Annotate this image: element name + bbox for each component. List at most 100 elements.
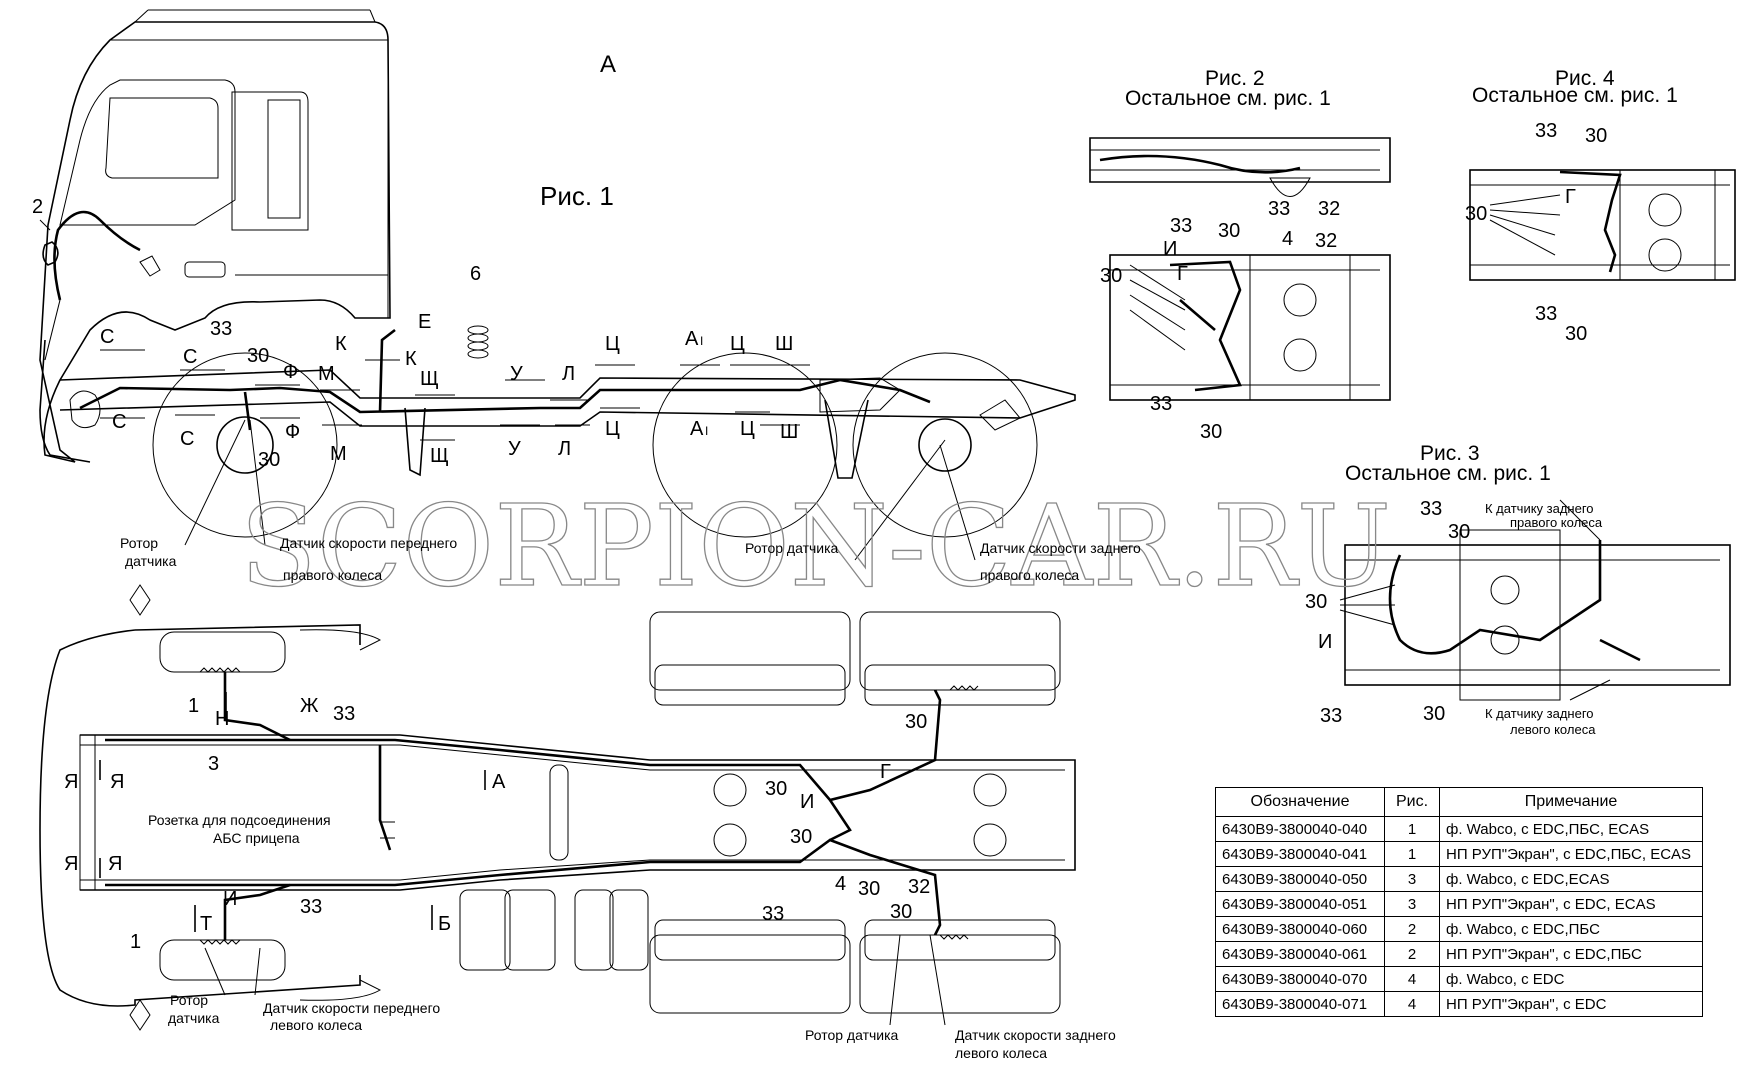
- section-i-top-1: И: [223, 888, 237, 910]
- table-row: 6430В9-3800040-071 4 НП РУП"Экран", с ED…: [1215, 991, 1703, 1017]
- table-cell-designation: 6430В9-3800040-051: [1215, 891, 1385, 917]
- fig3-subtitle: Остальное см. рис. 1: [1345, 462, 1551, 485]
- section-f-2: Ф: [285, 421, 300, 443]
- num-33-side: 33: [210, 318, 232, 340]
- callout-rotor-front-left-1: Ротор: [170, 992, 208, 1008]
- fig3-note-left-1: К датчику заднего: [1485, 706, 1594, 721]
- table-cell-fig: 1: [1384, 816, 1440, 842]
- num-30-fig2-2: 30: [1100, 265, 1122, 287]
- num-30-side-2: 30: [258, 449, 280, 471]
- callout-rotor-front-right-2: датчика: [125, 553, 177, 569]
- fig4-detail: [1469, 169, 1736, 281]
- table-cell-designation: 6430В9-3800040-071: [1215, 991, 1385, 1017]
- section-a1-1-sub: I: [700, 334, 703, 348]
- rear-wheel-1: [652, 352, 838, 538]
- section-a1-2-sub: I: [705, 424, 708, 438]
- section-u-1: У: [510, 363, 523, 385]
- section-s-3: С: [112, 411, 126, 433]
- section-ya-4: Я: [108, 853, 122, 875]
- view-a-label: А: [600, 51, 616, 78]
- num-4-fig2: 4: [1282, 228, 1293, 250]
- fig4-title: Рис. 4: [1555, 67, 1615, 90]
- num-33-fig2-1: 33: [1268, 198, 1290, 220]
- frame-rail: [59, 369, 1076, 427]
- num-30-fig3-3: 30: [1423, 703, 1445, 725]
- section-g-fig4: Г: [1565, 186, 1576, 208]
- section-ya-1: Я: [64, 771, 78, 793]
- table-header-note: Примечание: [1439, 787, 1703, 817]
- fig3-note-right-2: правого колеса: [1510, 515, 1603, 530]
- callout-sensor-front-right-2: правого колеса: [283, 567, 382, 583]
- fig2-detail: [1089, 137, 1391, 401]
- section-t-top: Т: [200, 913, 212, 935]
- num-32-fig2-2: 32: [1315, 230, 1337, 252]
- top-view-chassis: [39, 584, 1076, 1031]
- num-2: 2: [32, 196, 43, 218]
- table-header-fig: Рис.: [1384, 787, 1440, 817]
- num-32-fig2-1: 32: [1318, 198, 1340, 220]
- table-cell-designation: 6430В9-3800040-070: [1215, 966, 1385, 992]
- table-cell-designation: 6430В9-3800040-050: [1215, 866, 1385, 892]
- table-cell-fig: 4: [1384, 966, 1440, 992]
- section-a1-2: А: [690, 418, 704, 440]
- num-30-fig3-2: 30: [1305, 591, 1327, 613]
- section-l-1: Л: [562, 363, 575, 385]
- section-shch-1: Щ: [420, 368, 439, 390]
- num-33-top-2: 33: [300, 896, 322, 918]
- table-cell-fig: 3: [1384, 866, 1440, 892]
- section-i-fig2: И: [1163, 238, 1177, 260]
- table-cell-fig: 3: [1384, 891, 1440, 917]
- num-30-fig2-3: 30: [1200, 421, 1222, 443]
- front-wheel-right-top: [159, 631, 286, 673]
- num-33-fig4-2: 33: [1535, 303, 1557, 325]
- section-b-top: Б: [438, 913, 451, 935]
- callout-sensor-rear-left-1: Датчик скорости заднего: [955, 1027, 1116, 1043]
- table-cell-note: ф. Wabco, с EDC,ПБС, ECAS: [1439, 816, 1703, 842]
- table-cell-note: ф. Wabco, с EDC,ПБС: [1439, 916, 1703, 942]
- num-32-top: 32: [908, 876, 930, 898]
- callout-trailer-socket-2: АБС прицепа: [213, 830, 300, 846]
- table-header-row: Обозначение Рис. Примечание: [1215, 787, 1703, 817]
- table-cell-note: НП РУП"Экран", с EDC: [1439, 991, 1703, 1017]
- callout-rotor-rear-right: Ротор датчика: [745, 540, 839, 556]
- section-m-1: М: [318, 363, 335, 385]
- section-s-2: С: [183, 346, 197, 368]
- callout-sensor-front-left-2: левого колеса: [270, 1017, 362, 1033]
- table-cell-designation: 6430В9-3800040-041: [1215, 841, 1385, 867]
- section-ts-1: Ц: [605, 333, 620, 355]
- cab-top-outline: [39, 624, 361, 1007]
- table-row: 6430В9-3800040-051 3 НП РУП"Экран", с ED…: [1215, 891, 1703, 917]
- num-30-fig3-1: 30: [1448, 521, 1470, 543]
- num-30-side-1: 30: [247, 345, 269, 367]
- table-header-designation: Обозначение: [1215, 787, 1385, 817]
- table-row: 6430В9-3800040-041 1 НП РУП"Экран", с ED…: [1215, 841, 1703, 867]
- num-1-top-2: 1: [130, 931, 141, 953]
- table-cell-designation: 6430В9-3800040-040: [1215, 816, 1385, 842]
- section-k-2: К: [405, 348, 417, 370]
- num-30-top-1: 30: [905, 711, 927, 733]
- abs-harness: [79, 378, 931, 414]
- fig3-detail: [1339, 499, 1731, 701]
- callout-rotor-front-right-1: Ротор: [120, 535, 158, 551]
- table-cell-fig: 2: [1384, 941, 1440, 967]
- num-6: 6: [470, 263, 481, 285]
- section-i-top-2: И: [800, 791, 814, 813]
- section-n: Н: [215, 708, 229, 730]
- frame-rails-top: [80, 734, 1076, 891]
- section-e: Е: [418, 311, 431, 333]
- callout-sensor-rear-right-2: правого колеса: [980, 567, 1079, 583]
- section-u-2: У: [508, 438, 521, 460]
- num-33-fig3-2: 33: [1320, 705, 1342, 727]
- section-sh-2: Ш: [780, 421, 798, 443]
- table-cell-designation: 6430В9-3800040-061: [1215, 941, 1385, 967]
- num-33-fig3-1: 33: [1420, 498, 1442, 520]
- cab-outline: [39, 21, 391, 463]
- num-33-fig2-3: 33: [1150, 393, 1172, 415]
- table-cell-fig: 2: [1384, 916, 1440, 942]
- callout-sensor-rear-left-2: левого колеса: [955, 1045, 1047, 1061]
- num-30-top-2: 30: [765, 778, 787, 800]
- callout-rotor-front-left-2: датчика: [168, 1010, 220, 1026]
- num-30-top-3: 30: [790, 826, 812, 848]
- table-cell-fig: 1: [1384, 841, 1440, 867]
- section-m-2: М: [330, 443, 347, 465]
